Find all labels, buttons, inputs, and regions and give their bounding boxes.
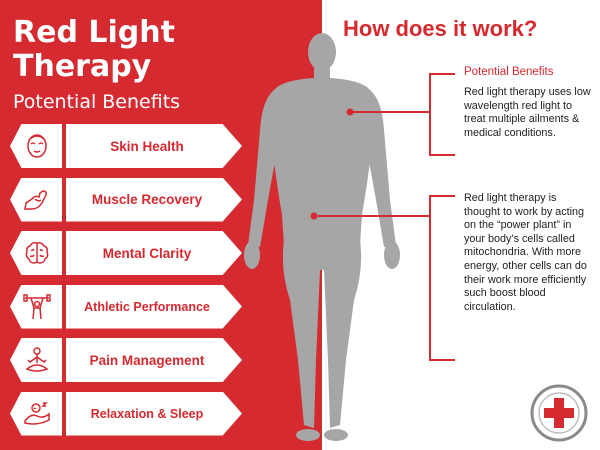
sleeping-icon (10, 391, 62, 436)
benefit-label: Athletic Performance (84, 299, 210, 314)
benefit-pain-management: Pain Management (10, 338, 242, 382)
callout-2-text: Red light therapy is thought to work by … (464, 192, 587, 313)
benefits-list: Skin Health Muscle Recovery Mental Clari… (10, 124, 242, 445)
callout-1-text: Red light therapy uses low wavelength re… (464, 86, 591, 139)
meditation-icon (10, 338, 62, 382)
benefit-muscle-recovery: Muscle Recovery (10, 177, 242, 222)
benefit-label: Muscle Recovery (91, 192, 203, 207)
page-subtitle: Potential Benefits (13, 91, 181, 113)
benefit-skin-health: Skin Health (10, 124, 242, 168)
callout-line-1-top (429, 73, 455, 75)
how-it-works-title: How does it work? (343, 16, 538, 41)
benefit-mental-clarity: Mental Clarity (10, 231, 242, 275)
benefit-athletic-performance: Athletic Performance (10, 284, 242, 329)
callout-line-1-bottom (429, 154, 455, 156)
medical-cross-logo (530, 384, 588, 442)
benefit-label: Pain Management (89, 352, 205, 368)
benefit-label: Mental Clarity (102, 245, 192, 261)
callout-line-1-horizontal (353, 111, 430, 113)
callout-1-heading: Potential Benefits (464, 66, 554, 78)
callout-line-1-vertical (429, 73, 431, 156)
face-icon (10, 124, 62, 168)
title-line-2: Therapy (13, 49, 152, 84)
weightlifter-icon (10, 284, 62, 329)
brain-icon (10, 231, 62, 275)
flexed-arm-icon (10, 177, 62, 222)
title-line-1: Red Light (13, 15, 175, 50)
benefit-label: Relaxation & Sleep (90, 406, 204, 421)
callout-line-2-bottom (429, 359, 455, 361)
callout-line-2-top (429, 195, 455, 197)
benefit-label: Skin Health (110, 138, 184, 154)
human-body-silhouette (244, 33, 400, 441)
callout-dot-lower (310, 212, 318, 220)
callout-line-2-vertical (429, 195, 431, 361)
benefit-relaxation-sleep: Relaxation & Sleep (10, 391, 242, 436)
page-title: Red Light Therapy (13, 16, 175, 84)
callout-line-2-horizontal (318, 215, 430, 217)
callout-dot-upper (346, 108, 354, 116)
